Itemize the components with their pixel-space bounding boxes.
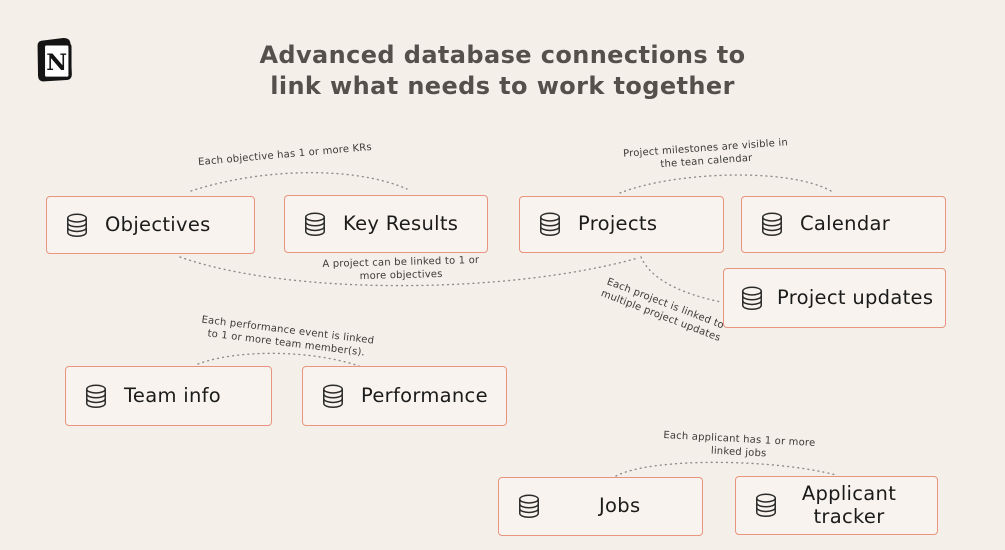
database-icon <box>756 493 776 518</box>
database-icon <box>519 494 539 519</box>
db-box-performance: Performance <box>302 366 507 426</box>
db-label-performance: Performance <box>361 383 488 407</box>
database-icon <box>742 286 762 310</box>
db-label-jobs: Jobs <box>599 494 641 518</box>
database-icon <box>540 212 560 237</box>
db-label-objectives: Objectives <box>105 212 211 236</box>
db-box-projects: Projects <box>519 196 724 253</box>
database-icon <box>67 213 87 237</box>
db-label-key-results: Key Results <box>343 211 459 235</box>
notion-logo-icon: N <box>37 38 72 82</box>
db-label-projects: Projects <box>578 212 658 236</box>
page-title: Advanced database connections to link wh… <box>0 40 1005 102</box>
db-label-applicant-tracker: Applicant tracker <box>801 482 897 528</box>
database-icon <box>323 384 343 408</box>
db-box-calendar: Calendar <box>741 196 946 253</box>
annotation-jobs-applicant-tracker: Each applicant has 1 or more linked jobs <box>663 430 816 460</box>
database-icon <box>86 384 106 408</box>
database-icon <box>762 212 782 237</box>
connector-projects-calendar <box>619 174 832 194</box>
db-box-key-results: Key Results <box>284 195 488 253</box>
db-box-jobs: Jobs <box>498 477 703 536</box>
page-title-line-2: link what needs to work together <box>270 72 735 101</box>
annotation-projects-project-updates: Each project is linked to multiple proje… <box>599 276 726 344</box>
svg-text:N: N <box>46 50 67 76</box>
db-box-objectives: Objectives <box>46 196 255 254</box>
annotation-team-info-performance: Each performance event is linked to 1 or… <box>200 314 375 359</box>
db-box-applicant-tracker: Applicant tracker <box>735 476 938 535</box>
connector-jobs-applicant-tracker <box>615 461 837 477</box>
annotation-objectives-key-results: Each objective has 1 or more KRs <box>197 141 373 169</box>
db-box-team-info: Team info <box>65 366 272 426</box>
db-label-calendar: Calendar <box>800 212 891 236</box>
database-icon <box>305 212 325 236</box>
annotation-objectives-projects: A project can be linked to 1 or more obj… <box>322 254 480 283</box>
annotation-projects-calendar: Project milestones are visible in the te… <box>622 137 789 171</box>
db-label-project-updates: Project updates <box>777 285 934 309</box>
connector-objectives-key-results <box>190 171 408 192</box>
db-label-team-info: Team info <box>124 383 222 407</box>
page-title-line-1: Advanced database connections to <box>259 41 746 69</box>
db-box-project-updates: Project updates <box>723 268 946 328</box>
